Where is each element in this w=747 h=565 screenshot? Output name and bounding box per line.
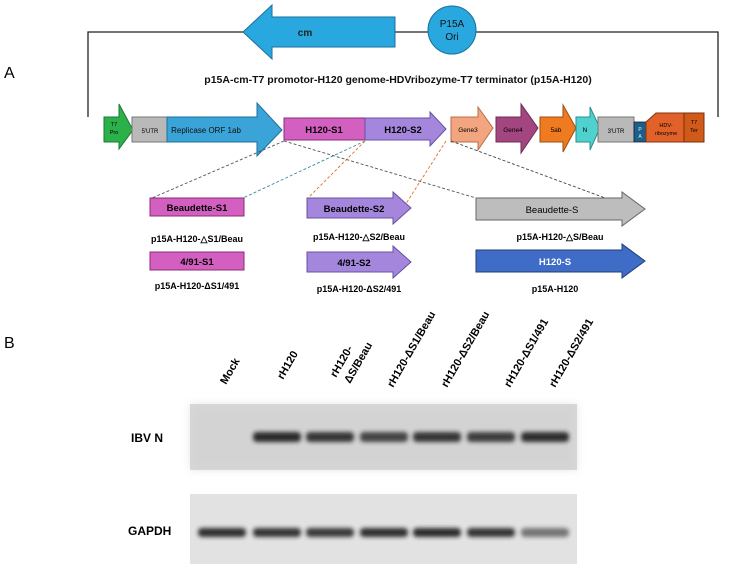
h120-s2-arrow [364,110,447,148]
t7-ter-label-2: Ter [690,128,698,134]
dash-s1-right [242,140,366,199]
gene4-arrow [495,102,539,155]
beaudette-s2-label: Beaudette-S2 [324,204,385,215]
panel-a-label: A [4,65,15,82]
t7-terminator-box [683,112,705,143]
t7-pro-label-1: T7 [111,122,117,128]
ibv-n-band-3 [360,432,408,442]
t7-ter-label-1: T7 [691,120,697,126]
h120-s2-label: H120-S2 [384,125,422,136]
lane-label-ds2-491: rH120-ΔS2/491 [547,317,596,390]
dash-s1-left [151,140,285,199]
ibv-n-label: IBV N [131,431,163,445]
s1-491-label: 4/91-S1 [180,257,214,268]
ibv-n-band-2 [306,432,354,442]
hdv-label-2: ribozyme [655,131,677,137]
t7-promoter-arrow [103,103,134,151]
gapdh-band-1 [253,528,301,537]
lane-label-ds2-beau: rH120-ΔS2/Beau [439,309,492,389]
polya-label-2: A [638,134,642,140]
gene3-label: Gene3 [458,127,478,134]
h120-s-label: H120-S [539,257,571,268]
lane-label-ds1-491: rH120-ΔS1/491 [502,317,551,390]
lane-labels: Mock rH120 rH120- ΔS/Beau rH120-ΔS1/Beau… [218,309,596,389]
beaudette-s2-construct-name: p15A-H120-△S2/Beau [313,232,405,242]
h120-s-arrow [475,243,646,279]
polya-label-1: P [638,127,642,133]
gapdh-band-2 [306,528,354,537]
s2-491-arrow [306,244,412,280]
gapdh-label: GAPDH [128,524,171,538]
gene4-label: Gene4 [503,127,523,134]
cm-label: cm [298,28,313,39]
utr5-label: 5'UTR [142,129,159,135]
cm-arrow [242,3,396,61]
beaudette-s1-label: Beaudette-S1 [167,203,228,214]
beaudette-s2-arrow [306,190,412,226]
p15a-ori-circle [427,5,477,55]
ibv-n-band-6 [521,432,569,442]
panel-b-label: B [4,335,15,352]
plasmid-backbone [87,31,719,117]
ibv-n-band-1 [253,432,301,442]
ori-label-2: Ori [445,32,458,43]
5ab-label: 5ab [551,127,562,134]
plasmid-title: p15A-cm-T7 promotor-H120 genome-HDVriboz… [204,74,591,86]
gapdh-band-5 [467,528,515,537]
gene3-arrow [450,105,494,152]
ibv-n-bands [253,432,569,442]
h120-s1-label: H120-S1 [305,125,343,136]
s2-491-construct-name: p15A-H120-ΔS2/491 [317,284,402,294]
gapdh-blot [190,494,577,564]
gapdh-band-4 [413,528,461,537]
n-label: N [583,127,588,134]
t7-pro-label-2: Pro [110,130,119,136]
dash-s2-left [307,140,366,199]
s1-491-box [149,251,245,271]
s1-491-construct-name: p15A-H120-ΔS1/491 [155,281,240,291]
beaudette-s1-construct-name: p15A-H120-△S1/Beau [151,234,243,244]
n-arrow [575,106,601,151]
lane-label-mock: Mock [218,355,243,386]
beaudette-s-construct-name: p15A-H120-△S/Beau [517,232,604,242]
5ab-arrow [539,103,577,153]
gapdh-band-3 [360,528,408,537]
ori-label-1: P15A [440,19,465,30]
lane-label-ds1-beau: rH120-ΔS1/Beau [385,309,438,389]
gapdh-band-0 [198,528,246,537]
s2-491-label: 4/91-S2 [337,258,370,269]
replicase-arrow [166,101,283,158]
beaudette-s-arrow [475,191,646,227]
h120-s-construct-name: p15A-H120 [532,284,579,294]
beaudette-s1-box [149,197,245,217]
ibv-n-band-4 [413,432,461,442]
lane-label-rh120: rH120 [275,349,301,381]
replicase-label: Replicase ORF 1ab [171,126,241,135]
hdv-label-1: HDV- [659,123,672,129]
dash-s-left [283,140,477,199]
ibv-n-band-5 [467,432,515,442]
gapdh-bands [198,528,569,537]
gapdh-band-6 [521,528,569,537]
beaudette-s-label: Beaudette-S [526,205,579,216]
utr3-label: 3'UTR [608,129,625,135]
ibv-n-blot [190,404,577,470]
